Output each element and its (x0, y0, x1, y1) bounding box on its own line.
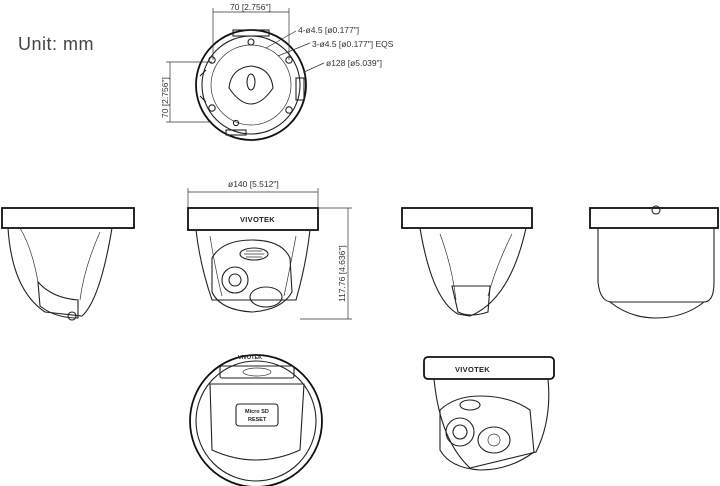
front-base (187, 207, 319, 231)
rear-notch (651, 205, 661, 215)
base-tabs-left (199, 69, 207, 103)
mount-hole (208, 56, 216, 64)
reset-label: RESET (248, 417, 267, 423)
front-sensor-grille (239, 247, 269, 261)
iso-optical-inner (487, 433, 501, 447)
leader-holes-3 (277, 42, 311, 57)
rear-view (589, 205, 719, 319)
side-view-right (401, 207, 533, 317)
front-optical-lens (249, 286, 283, 308)
mount-hole (232, 119, 240, 127)
bottom-sd-panel (235, 403, 279, 427)
iso-lens-housing (439, 395, 535, 471)
top-view: 70 [2.756"] 70 [2.756"] 4-ø4.5 [ø0.177"]… (160, 2, 394, 141)
left-shroud-detail (19, 227, 39, 283)
left-lens-body (37, 280, 79, 319)
unit-label: Unit: mm (18, 34, 94, 54)
iso-optical-lens (477, 426, 511, 454)
iso-grille (459, 399, 481, 411)
left-shroud-detail (79, 231, 101, 301)
dim-top-height: 70 [2.756"] (160, 77, 170, 118)
rear-body (597, 228, 715, 303)
leader-holes-4 (265, 30, 297, 49)
bottom-top-panel (219, 365, 295, 379)
leader-base-dia (303, 62, 325, 73)
front-thermal-lens (228, 273, 242, 287)
side-view-left (1, 207, 135, 321)
left-screw (67, 311, 77, 321)
center-dome (228, 65, 274, 105)
dim-top-width: 70 [2.756"] (230, 2, 271, 12)
front-grille-lines (244, 250, 264, 258)
iso-base (423, 356, 555, 380)
mount-hole (285, 106, 293, 114)
micro-sd-label: Micro SD (245, 409, 269, 415)
dim-body-diameter: ø140 [5.512"] (228, 179, 279, 189)
base-ring (210, 44, 292, 126)
bottom-view: VIVOTEK Micro SD RESET (189, 354, 323, 486)
front-view: ø140 [5.512"] VIVOTEK 117.76 [4.636"] (187, 179, 352, 320)
brand-label-front: VIVOTEK (240, 215, 275, 224)
front-shroud (195, 229, 311, 301)
center-slot (246, 73, 256, 91)
dim-holes-4: 4-ø4.5 [ø0.177"] (298, 25, 359, 35)
front-lens-housing (211, 239, 293, 313)
base-clip-bottom (225, 129, 247, 136)
base-clip-right (295, 77, 305, 101)
brand-label-iso: VIVOTEK (455, 365, 490, 374)
dim-holes-3: 3-ø4.5 [ø0.177"] EQS (312, 39, 394, 49)
dim-base-diameter: ø128 [ø5.039"] (326, 58, 382, 68)
iso-thermal-lens-ring (445, 417, 475, 447)
rear-base (589, 207, 719, 229)
bottom-lens-face (209, 383, 305, 461)
right-base (401, 207, 533, 229)
isometric-view: VIVOTEK (423, 356, 555, 471)
base-clip-top (232, 29, 270, 37)
mount-hole (247, 38, 255, 46)
front-shroud-detail (209, 235, 297, 297)
mount-hole (208, 104, 216, 112)
front-thermal-lens-ring (221, 266, 249, 294)
dim-body-height: 117.76 [4.636"] (337, 245, 347, 302)
left-shroud (7, 227, 113, 317)
base-outer-circle (195, 29, 307, 141)
bottom-outer-circle (189, 354, 323, 486)
brand-label-bottom: VIVOTEK (238, 355, 262, 361)
right-lens-body (451, 285, 491, 316)
rear-dome (609, 301, 705, 319)
base-inner-circle (201, 35, 301, 135)
bottom-inner-circle (195, 360, 317, 482)
right-shroud (419, 227, 527, 317)
left-base (1, 207, 135, 229)
iso-thermal-lens (452, 424, 468, 440)
bottom-grille (242, 367, 272, 377)
